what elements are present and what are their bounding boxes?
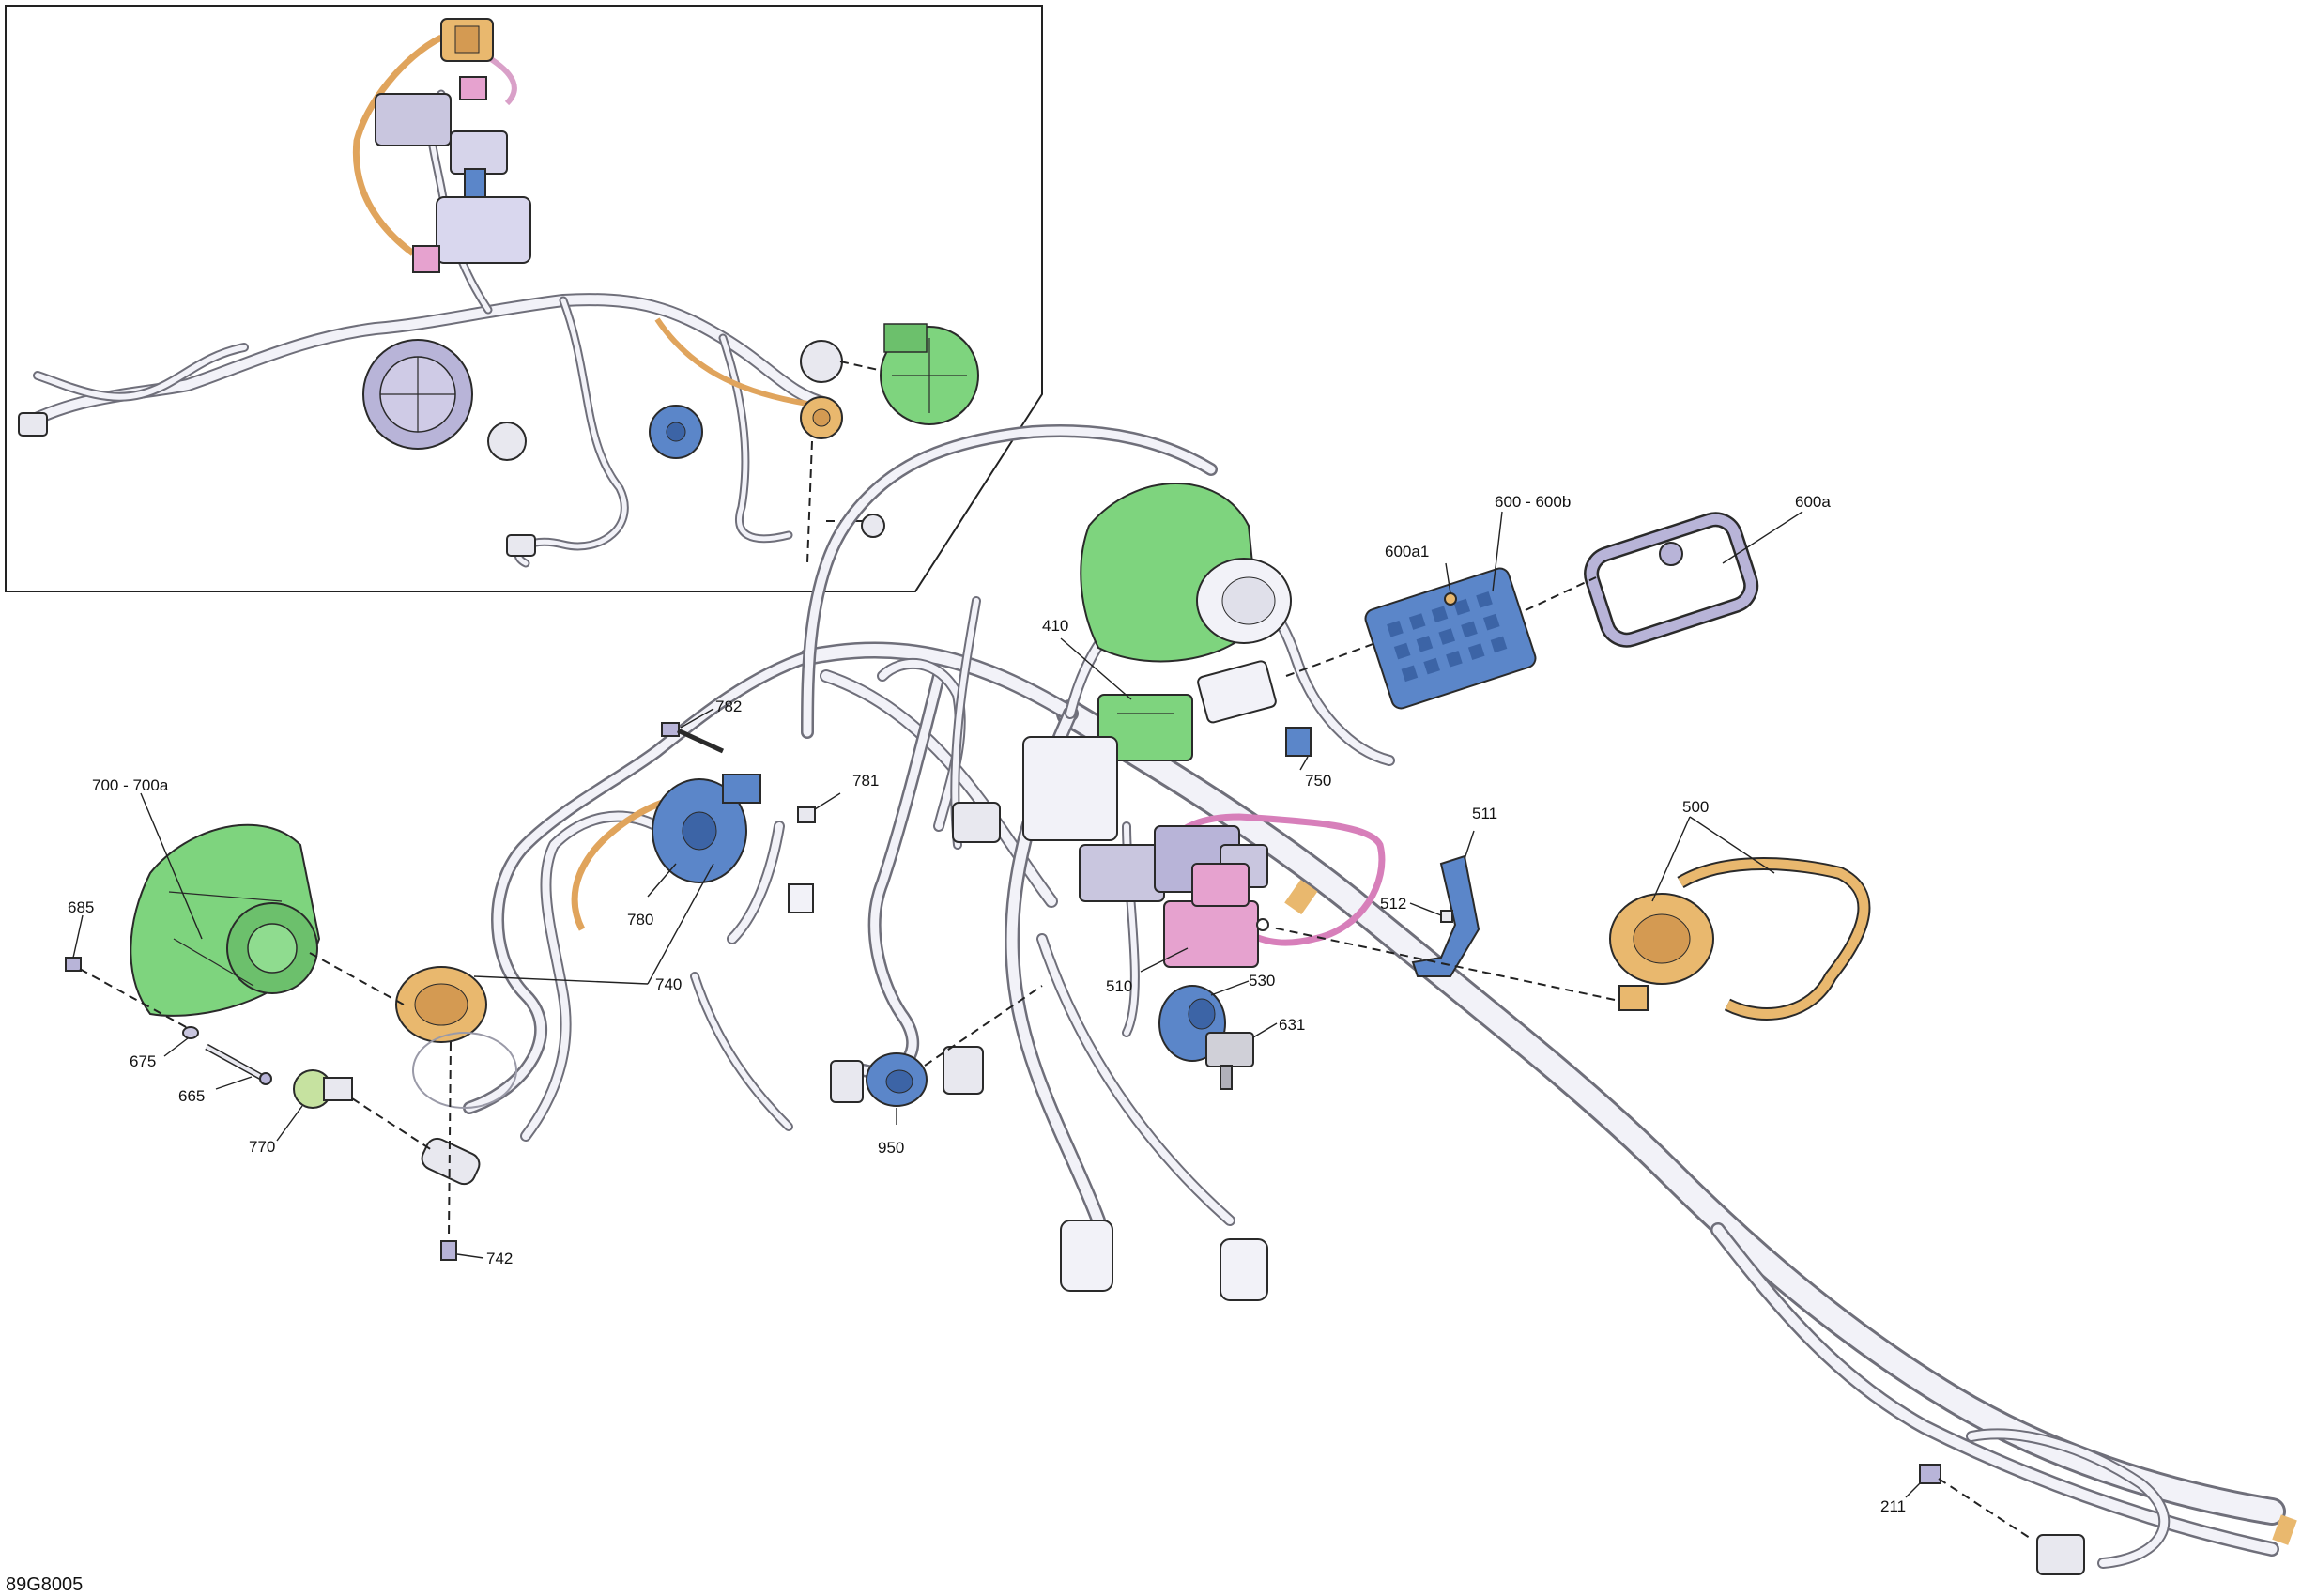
- connector-510: [1163, 863, 1259, 968]
- bolt-665: [205, 1043, 272, 1085]
- main-harness: [463, 424, 2286, 1569]
- headlight-upper: [1080, 483, 1292, 663]
- inset-connector-cluster: [375, 76, 531, 273]
- connector-750: [1285, 727, 1312, 757]
- callout-600-600b: 600 - 600b: [1495, 493, 1571, 511]
- relay-410: [1097, 694, 1193, 761]
- assembly-lines: [79, 576, 2033, 1541]
- callout-labels: 700 - 700a 685 675 665 770 742 740 780 7…: [68, 493, 1906, 1515]
- callout-600a: 600a: [1795, 493, 1831, 511]
- headlight-700: [130, 823, 321, 1017]
- screw-742: [440, 1240, 457, 1261]
- overview-inset: [5, 5, 1043, 592]
- callout-211: 211: [1880, 1497, 1906, 1515]
- harness-end-connectors: [788, 802, 2085, 1575]
- inset-harness: [22, 34, 833, 568]
- lamp-socket-740: [395, 966, 517, 1109]
- callout-631: 631: [1279, 1016, 1305, 1034]
- inset-connector-top-orange: [440, 18, 494, 62]
- callout-780: 780: [627, 911, 653, 928]
- callout-685: 685: [68, 898, 94, 916]
- seal-600a1: [1444, 592, 1457, 606]
- inset-socket-orange: [800, 396, 843, 439]
- screw-512: [1440, 910, 1453, 923]
- screw-685: [65, 957, 82, 972]
- callout-770: 770: [249, 1138, 275, 1156]
- callout-510: 510: [1106, 977, 1132, 995]
- gasket-600a: [1584, 512, 1759, 648]
- connector-white: [1197, 660, 1277, 724]
- fuse-box: [1022, 736, 1118, 841]
- callout-410: 410: [1042, 617, 1068, 635]
- callout-665: 665: [178, 1087, 205, 1105]
- figure-reference-code: 89G8005: [6, 1574, 83, 1595]
- callout-750: 750: [1305, 772, 1331, 790]
- callout-782: 782: [715, 698, 742, 715]
- nut-781: [797, 806, 816, 823]
- callout-950: 950: [878, 1139, 904, 1157]
- inset-small-socket: [18, 412, 885, 557]
- switch-500: [1609, 857, 1871, 1021]
- inset-headlight-left: [362, 339, 473, 450]
- grommet: [1256, 918, 1269, 931]
- harness-orange-bands: [1284, 879, 2297, 1545]
- inset-headlight-green: [880, 323, 979, 425]
- bracket-631: [1205, 1032, 1254, 1090]
- callout-530: 530: [1249, 972, 1275, 990]
- callout-600a1: 600a1: [1385, 543, 1429, 560]
- inset-horn-blue: [649, 405, 703, 459]
- bracket-511: [1411, 854, 1480, 977]
- leader-lines: [72, 511, 1921, 1498]
- callout-742: 742: [486, 1250, 513, 1267]
- bolt-782: [661, 722, 725, 754]
- callout-500: 500: [1682, 798, 1709, 816]
- bulb-socket-770: [293, 1069, 353, 1109]
- horn-780: [652, 774, 761, 883]
- callout-700-700a: 700 - 700a: [92, 776, 169, 794]
- inset-bulb-socket: [487, 340, 843, 461]
- callout-512: 512: [1380, 895, 1406, 913]
- callout-781: 781: [852, 772, 879, 790]
- callout-675: 675: [130, 1052, 156, 1070]
- callout-511: 511: [1472, 805, 1497, 822]
- switch-950: [830, 1052, 928, 1107]
- ecu-connector-600: [1364, 567, 1537, 710]
- washer-675: [182, 1026, 199, 1039]
- clip-211: [1919, 1464, 1941, 1484]
- pink-wire: [1161, 813, 1386, 946]
- callout-740: 740: [655, 975, 682, 993]
- lamp-boot: [421, 1137, 481, 1186]
- inset-frame: [5, 5, 1043, 592]
